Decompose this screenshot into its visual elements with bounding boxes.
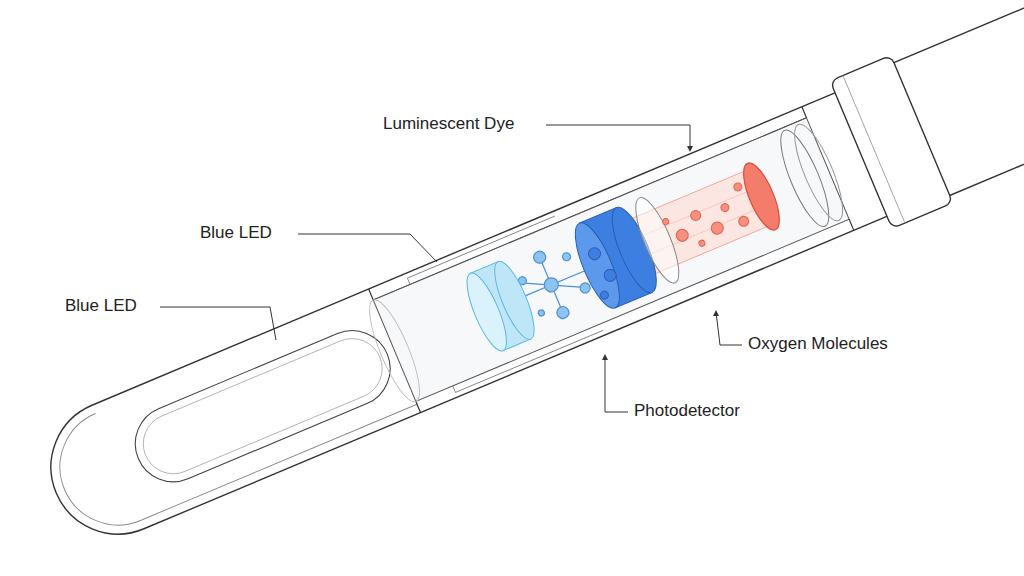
leader-arrowheads: [602, 146, 719, 360]
part-label: Blue LED: [200, 223, 272, 243]
part-label: Blue LED: [65, 296, 137, 316]
leader-lines: [160, 125, 742, 412]
part-label: Photodetector: [634, 401, 740, 421]
part-label: Oxygen Molecules: [748, 334, 888, 354]
part-label: Luminescent Dye: [383, 114, 514, 134]
probe-body: [25, 0, 1024, 567]
